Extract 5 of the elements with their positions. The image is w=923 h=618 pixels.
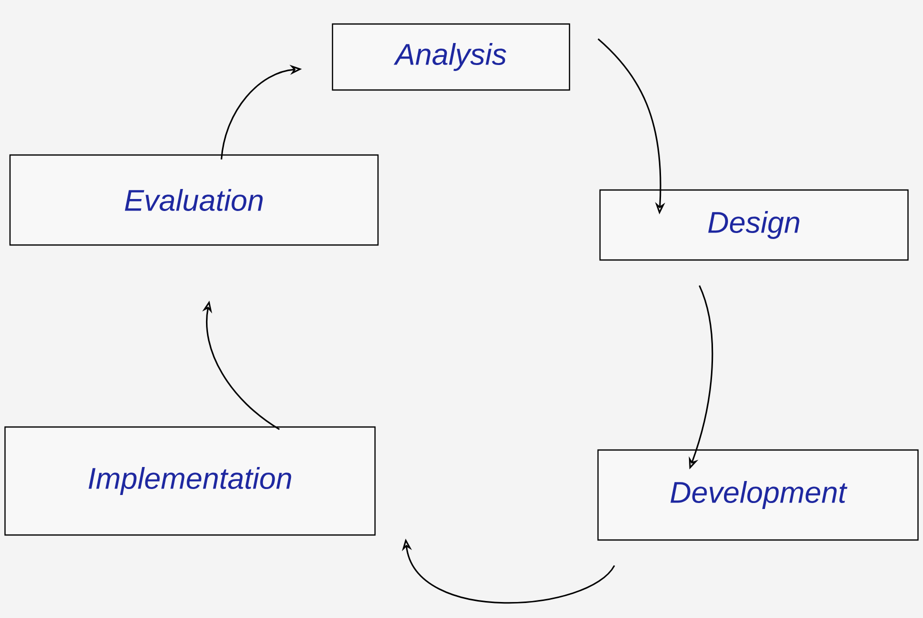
process-box: Implementation xyxy=(4,426,376,536)
process-box: Development xyxy=(597,449,919,541)
process-box: Design xyxy=(599,189,909,261)
process-box: Evaluation xyxy=(9,154,379,246)
process-box: Analysis xyxy=(332,23,570,91)
